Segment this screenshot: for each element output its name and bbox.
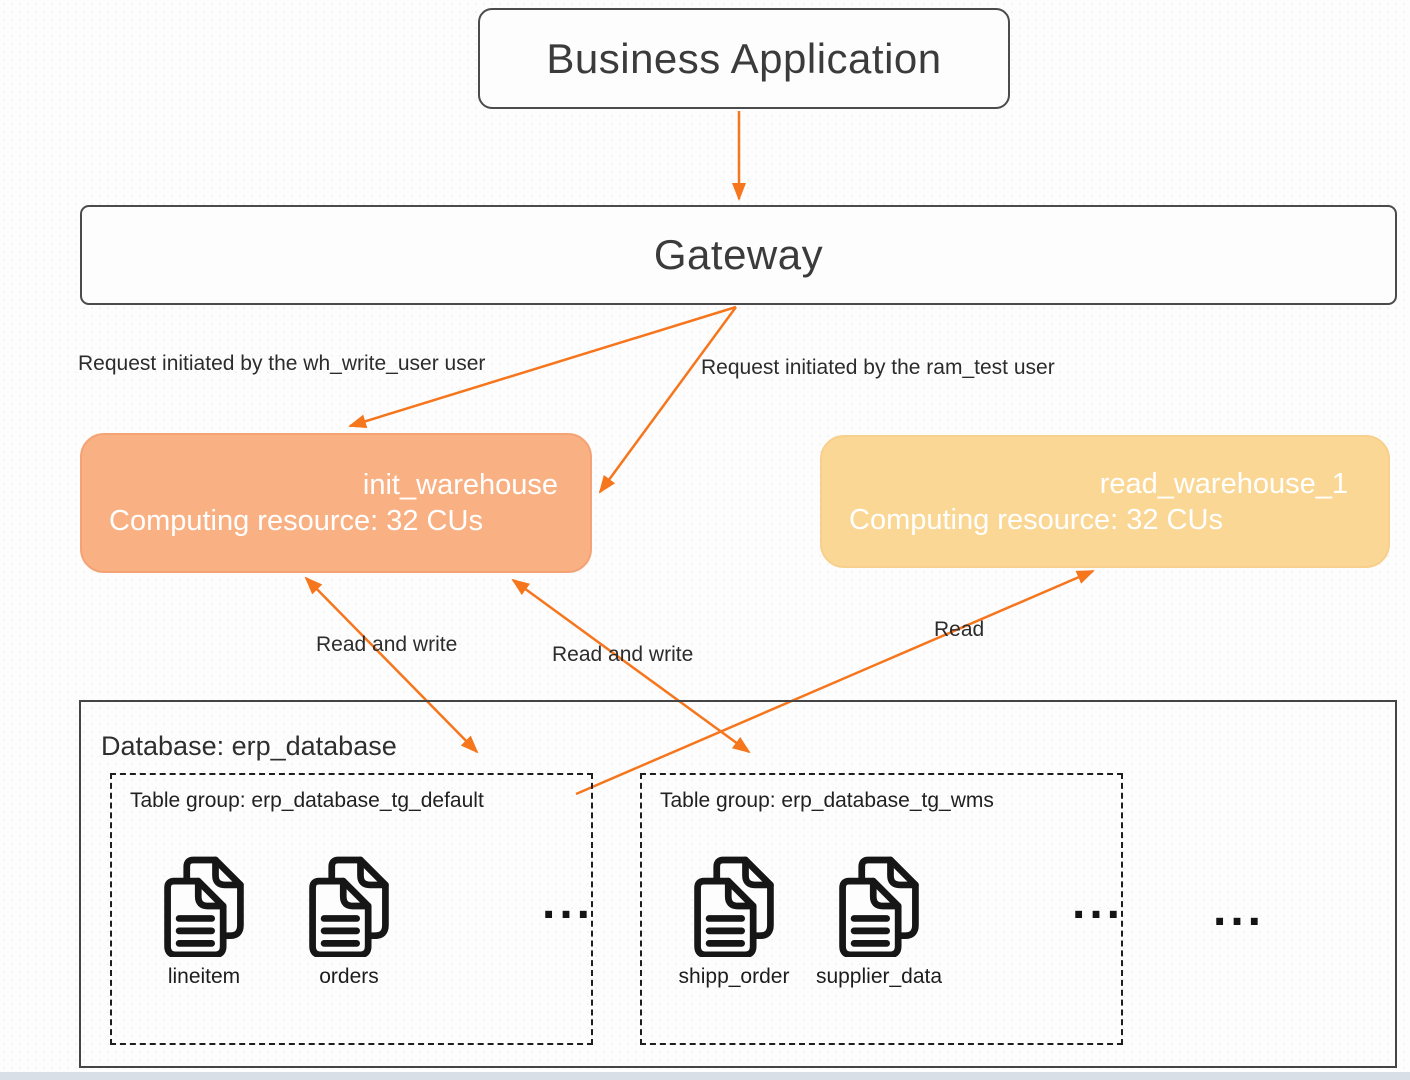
edge-label-read-write-1: Read and write [316, 633, 458, 656]
database-box [79, 700, 1397, 1068]
table-item: shipp_order [679, 855, 789, 989]
table-item: supplier_data [816, 855, 942, 989]
document-copy-icon [164, 856, 244, 957]
node-gateway-label: Gateway [653, 231, 824, 278]
table-group-wms: Table group: erp_database_tg_wms ... shi… [640, 773, 1123, 1045]
table-label: lineitem [167, 965, 241, 988]
table-group-wms-title: Table group: erp_database_tg_wms [660, 789, 994, 812]
edge-label-wh-write-user: Request initiated by the wh_write_user u… [78, 352, 486, 375]
read-warehouse-name: read_warehouse_1 [1099, 467, 1348, 500]
edge-label-ram-test-user: Request initiated by the ram_test user [701, 356, 1055, 379]
document-copy-icon [694, 856, 774, 957]
table-label: shipp_order [678, 965, 790, 988]
table-group-wms-ellipsis: ... [1072, 876, 1125, 929]
table-group-default-title: Table group: erp_database_tg_default [130, 789, 484, 812]
database-title: Database: erp_database [101, 731, 397, 761]
table-group-default: Table group: erp_database_tg_default ...… [110, 773, 593, 1045]
node-gateway: Gateway [80, 205, 1397, 305]
database-outer-ellipsis: ... [1213, 883, 1266, 936]
init-warehouse-name: init_warehouse [362, 469, 558, 501]
table-item: lineitem [156, 855, 252, 989]
document-copy-icon [309, 856, 389, 957]
document-copy-icon [839, 856, 919, 957]
table-label: supplier_data [815, 965, 943, 988]
edge-label-read: Read [934, 618, 985, 641]
node-business-application-label: Business Application [546, 34, 942, 82]
read-warehouse-resource: Computing resource: 32 CUs [849, 503, 1223, 536]
table-label: orders [319, 965, 379, 988]
init-warehouse-resource: Computing resource: 32 CUs [109, 505, 483, 537]
node-init-warehouse: init_warehouse Computing resource: 32 CU… [80, 433, 592, 573]
edge-label-read-write-2: Read and write [552, 643, 694, 666]
bottom-strip [0, 1072, 1410, 1080]
node-read-warehouse-1: read_warehouse_1 Computing resource: 32 … [820, 435, 1390, 568]
table-group-default-ellipsis: ... [542, 876, 595, 929]
table-item: orders [301, 855, 397, 989]
node-business-application: Business Application [478, 8, 1010, 109]
arrow [598, 306, 738, 494]
